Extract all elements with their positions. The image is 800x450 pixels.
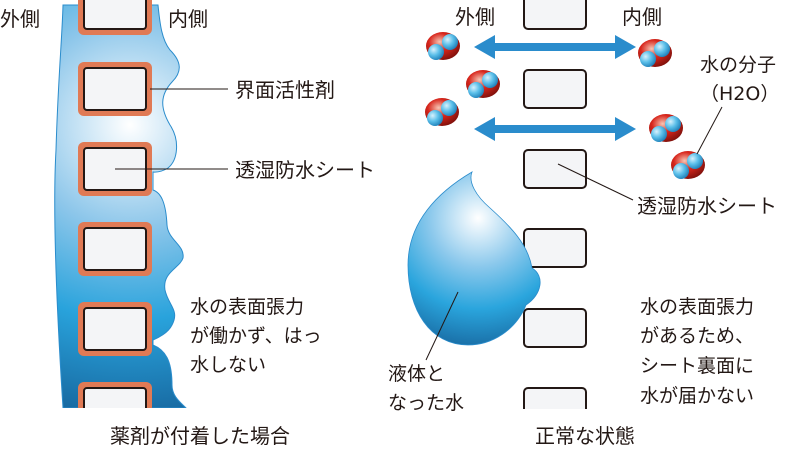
outside-label: 外側: [455, 5, 495, 29]
right-panel: 外側 内側 水の分子 （H2O） 透湿防水シート 液体と なった水 水の表面張力…: [388, 0, 779, 448]
sheet-fibers: [523, 0, 587, 429]
droplet-label: 液体と: [388, 363, 445, 385]
surfactant-label: 界面活性剤: [235, 78, 335, 102]
sheet-label: 透湿防水シート: [637, 194, 777, 218]
note-line: があるため、: [640, 325, 754, 347]
water-molecule-icon: [649, 114, 683, 142]
droplet-label: なった水: [388, 392, 464, 414]
note-line: シート裏面に: [640, 355, 754, 377]
water-molecule-icon: [425, 98, 459, 126]
molecule-label: 水の分子: [700, 54, 776, 76]
note-line: 水の表面張力: [190, 296, 304, 318]
vapor-arrow: [474, 117, 636, 141]
sheet-fiber: [523, 228, 587, 268]
inside-label: 内側: [622, 5, 662, 29]
note-line: 水が届かない: [640, 385, 754, 407]
water-molecule-icon: [466, 70, 500, 98]
sheet-fiber: [523, 0, 587, 30]
molecule-leader-line: [696, 106, 723, 155]
sheet-fiber: [523, 69, 587, 109]
note-line: 水の表面張力: [640, 296, 754, 318]
sheet-leader-line: [557, 163, 634, 201]
note-line: が働かず、はっ: [190, 325, 322, 347]
caption: 正常な状態: [535, 424, 635, 448]
water-molecule-icon: [638, 39, 672, 67]
water-molecule-icon: [426, 32, 460, 60]
caption: 薬剤が付着した場合: [110, 424, 290, 448]
outside-label: 外側: [0, 7, 40, 31]
molecule-formula: （H2O）: [700, 83, 779, 105]
water-droplet: [407, 171, 541, 346]
vapor-arrow: [474, 35, 636, 59]
sheet-fiber: [523, 308, 587, 348]
droplet-leader-line: [425, 291, 459, 361]
inside-label: 内側: [168, 7, 208, 31]
note-line: 水しない: [190, 354, 266, 376]
sheet-label: 透湿防水シート: [235, 158, 375, 182]
left-panel: 外側 内側 界面活性剤 透湿防水シート 水の表面張力 が働かず、はっ 水しない …: [0, 0, 375, 448]
sheet-fiber: [523, 149, 587, 189]
water-molecule-icon: [671, 151, 705, 179]
